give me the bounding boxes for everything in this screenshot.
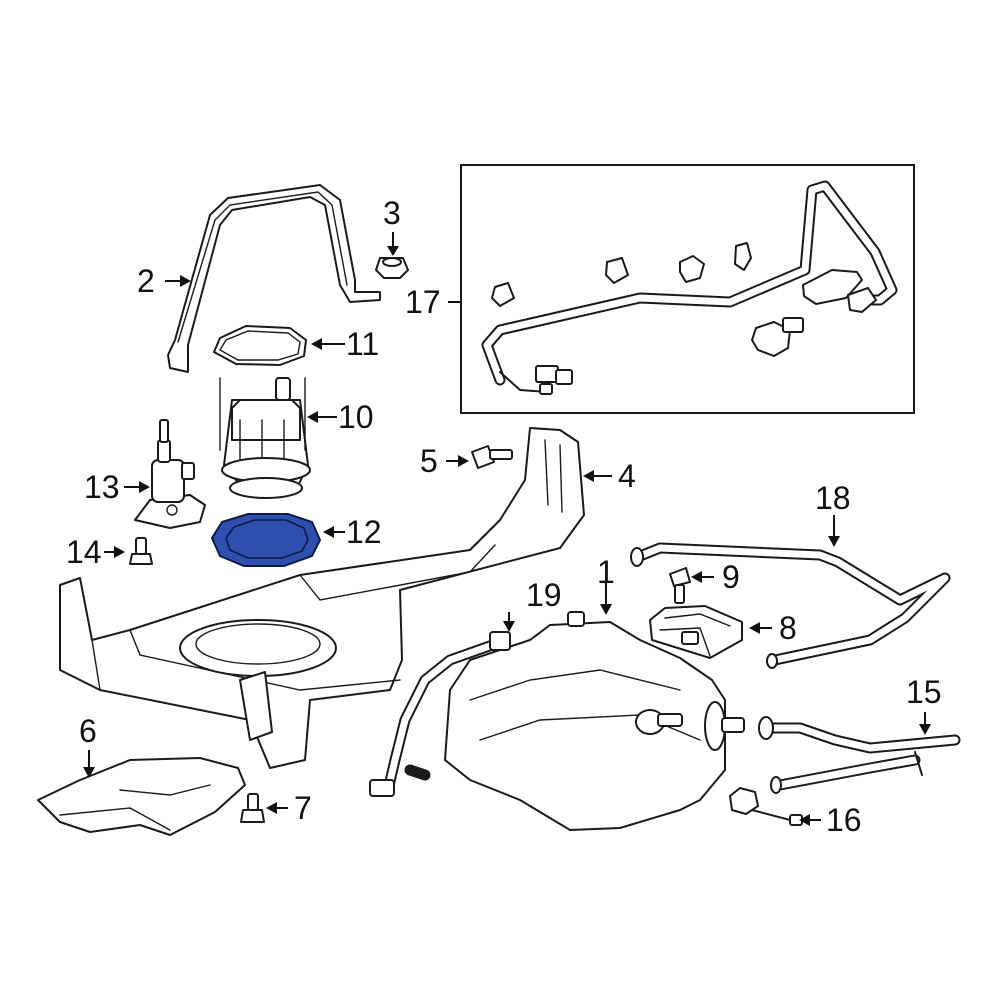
callout-9: 9 [722, 559, 740, 595]
part-5-bolt[interactable] [471, 445, 513, 469]
callout-1: 1 [597, 554, 615, 590]
part-7-bolt[interactable] [240, 793, 265, 823]
callout-6: 6 [79, 713, 97, 749]
part-4-support-tray[interactable] [59, 427, 585, 769]
callout-18: 18 [815, 480, 851, 516]
callout-15: 15 [906, 674, 942, 710]
callout-13: 13 [84, 469, 120, 505]
part-6-heat-shield[interactable] [37, 757, 246, 836]
part-9-bolt[interactable] [669, 567, 691, 604]
part-10-fuel-pump-module[interactable] [219, 377, 311, 499]
callout-3: 3 [383, 195, 401, 231]
part-18-vent-line[interactable] [630, 542, 951, 669]
inset-box [460, 164, 915, 414]
callout-16: 16 [826, 802, 862, 838]
part-3-nut[interactable] [375, 257, 409, 279]
callout-7: 7 [294, 790, 312, 826]
part-17-wiring-harness[interactable] [481, 180, 898, 395]
part-15-filler-hose[interactable] [758, 716, 961, 794]
callout-12: 12 [346, 514, 382, 550]
part-8-control-module[interactable] [649, 605, 743, 659]
part-19-fuel-hose[interactable] [369, 631, 511, 797]
callout-14: 14 [66, 534, 102, 570]
callout-8: 8 [779, 610, 797, 646]
callout-10: 10 [338, 399, 374, 435]
callout-17: 17 [405, 284, 441, 320]
callout-11: 11 [346, 326, 379, 362]
part-12-lock-ring[interactable] [210, 513, 322, 567]
part-1-fuel-tank[interactable] [444, 611, 745, 831]
callout-2: 2 [137, 263, 155, 299]
part-16-sensor[interactable] [729, 787, 803, 826]
callout-4: 4 [618, 458, 636, 494]
callout-19: 19 [526, 577, 562, 613]
part-2-tank-strap[interactable] [167, 184, 381, 373]
callout-5: 5 [420, 443, 438, 479]
part-13-valve[interactable] [134, 419, 206, 529]
part-11-seal-ring[interactable] [213, 325, 307, 366]
part-14-bolt[interactable] [129, 537, 153, 565]
